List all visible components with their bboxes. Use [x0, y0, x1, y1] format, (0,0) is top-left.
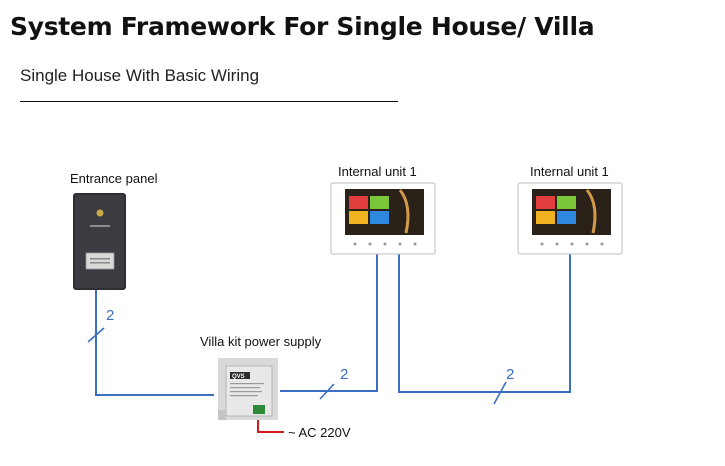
- internal-unit-a-label: Internal unit 1: [338, 164, 417, 179]
- camera-icon: [96, 209, 104, 217]
- wire-psu-to-unit-1: [280, 254, 378, 392]
- wire-panel-to-psu: [95, 290, 214, 396]
- internal-unit-b-device[interactable]: [517, 182, 623, 255]
- power-supply-brand: QVS: [232, 374, 245, 380]
- mains-label: ~ AC 220V: [288, 425, 351, 440]
- bus-wiring: [95, 254, 571, 396]
- entrance-panel-device[interactable]: [73, 193, 126, 290]
- internal-unit-b-label: Internal unit 1: [530, 164, 609, 179]
- page-subtitle: Single House With Basic Wiring: [20, 66, 260, 85]
- wire-count-psu: 2: [340, 366, 349, 383]
- internal-unit-a-device[interactable]: [330, 182, 436, 255]
- terminal-block: [253, 405, 265, 414]
- wire-count-panel: 2: [106, 307, 115, 324]
- slash-mark-psu: [319, 383, 335, 400]
- wire-count-units: 2: [506, 366, 515, 383]
- page-title: System Framework For Single House/ Villa: [10, 12, 595, 41]
- subtitle-underline: [20, 101, 398, 102]
- wire-unit-1-to-unit-2: [398, 254, 571, 393]
- entrance-panel-label: Entrance panel: [70, 171, 158, 186]
- slash-mark-units: [493, 381, 507, 405]
- wire-slash-marks: [87, 327, 507, 405]
- power-supply-device[interactable]: QVS: [218, 358, 278, 420]
- slash-mark-panel: [87, 327, 105, 343]
- wire-mains: [257, 418, 284, 433]
- name-plate: [85, 252, 115, 270]
- power-supply-label: Villa kit power supply: [200, 334, 322, 349]
